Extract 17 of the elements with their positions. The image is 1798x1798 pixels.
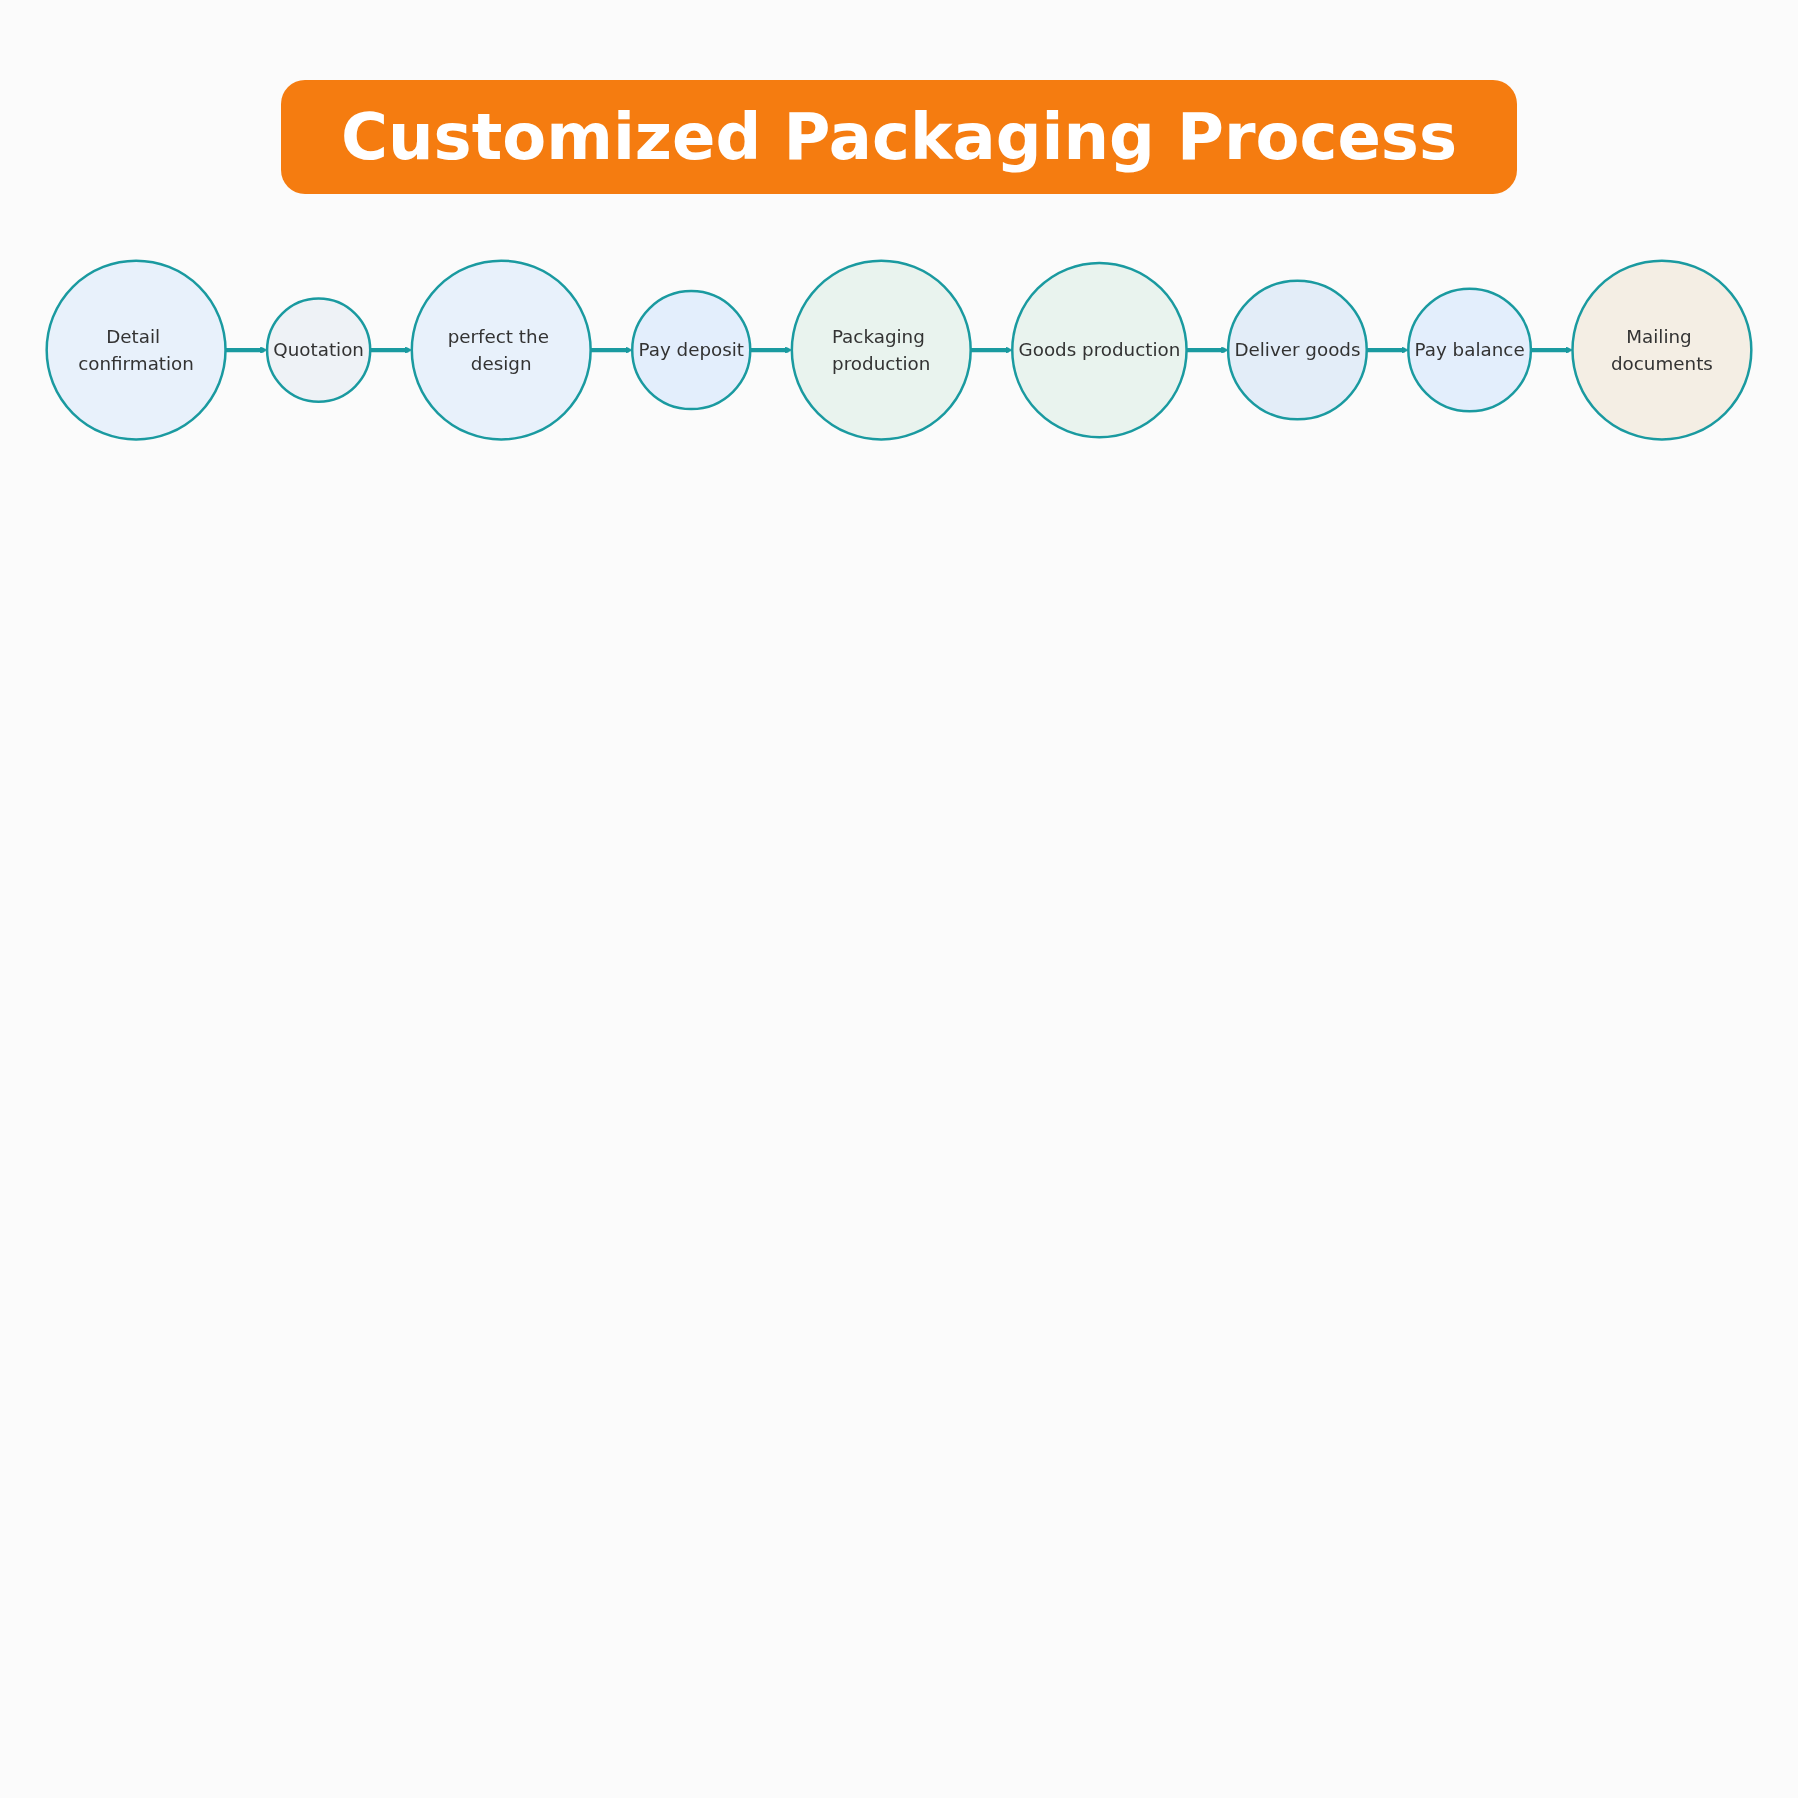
arrow bbox=[590, 346, 633, 354]
node-circle: Goods production bbox=[1011, 261, 1188, 439]
node-circle: Mailing documents bbox=[1571, 259, 1753, 441]
node-circle: Detail confirmation bbox=[45, 259, 227, 441]
arrow bbox=[225, 346, 268, 354]
arrow bbox=[970, 346, 1013, 354]
node-circle: Quotation bbox=[265, 297, 372, 403]
title-banner: Customized Packaging Process bbox=[281, 80, 1517, 194]
node-circle: Packaging production bbox=[790, 259, 972, 441]
arrow bbox=[1530, 346, 1573, 354]
node-circle: Deliver goods bbox=[1226, 279, 1368, 421]
node-circle: Pay deposit bbox=[630, 289, 752, 411]
arrow bbox=[1186, 346, 1229, 354]
node-circle: perfect the design bbox=[410, 259, 592, 441]
arrow bbox=[1366, 346, 1409, 354]
arrow bbox=[750, 346, 793, 354]
node-circle: Pay balance bbox=[1407, 287, 1533, 413]
